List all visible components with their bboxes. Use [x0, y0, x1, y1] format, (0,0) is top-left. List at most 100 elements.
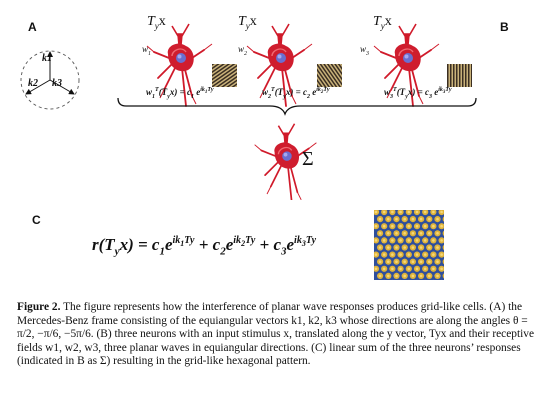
hex-spot-center [411, 246, 415, 249]
hex-spot-center [411, 260, 415, 263]
hex-spot-center [374, 224, 378, 228]
hex-spot [442, 259, 444, 265]
hex-spot-center [415, 224, 419, 228]
hex-spot-center [428, 217, 431, 221]
hex-spot-center [436, 260, 439, 263]
hex-spot-center [419, 274, 423, 278]
hex-spot-center [407, 239, 411, 242]
hex-spot-center [407, 210, 411, 214]
hex-spot-center [382, 239, 386, 242]
hex-spot-center [387, 246, 390, 249]
weight-label-1: w1 [142, 44, 152, 57]
panel-label-b: B [500, 20, 509, 34]
hex-spot-center [387, 217, 390, 221]
hex-spot-center [391, 253, 394, 256]
neuron-3-equation: w3T(Tyx) = c3 eik3Ty [384, 87, 452, 100]
hex-spot [442, 273, 444, 279]
mercedes-benz-frame-diagram [20, 50, 80, 110]
hex-spot-center [415, 253, 419, 256]
hex-spot-center [387, 260, 390, 263]
hex-spot-center [423, 224, 427, 228]
hex-spot-center [440, 267, 443, 271]
hex-spot [442, 230, 444, 236]
hex-spot-center [436, 217, 439, 221]
sum-brace [117, 97, 477, 116]
figure-caption: Figure 2. The figure represents how the … [17, 301, 539, 369]
hex-spot-center [428, 260, 431, 263]
hex-spot-center [432, 239, 435, 242]
sum-equation: r(Tyx) = c1eik1Ty + c2eik2Ty + c3eik3Ty [92, 235, 317, 258]
hex-spot [442, 216, 444, 222]
hex-spot-center [432, 253, 435, 256]
hex-spot-center [391, 210, 394, 214]
hex-spot-center [440, 253, 443, 256]
hex-spot-center [415, 267, 419, 271]
hex-spot-center [395, 274, 398, 278]
figure-label: Figure 2. [17, 301, 61, 313]
hex-spot-center [378, 260, 382, 263]
hex-spot-center [395, 260, 398, 263]
vector-k3 [49, 79, 75, 95]
hex-spot-center [436, 274, 439, 278]
hex-spot-center [419, 232, 423, 235]
sum-symbol: Σ [302, 148, 314, 170]
neuron-2-equation: w2T(Tyx) = c2 eik2Ty [262, 87, 330, 100]
hex-spot-center [399, 210, 402, 214]
hex-spot-center [436, 232, 439, 235]
hex-spot-center [432, 267, 435, 271]
hex-spot-center [436, 246, 439, 249]
label-k3: k3 [52, 78, 62, 89]
hex-spot-center [399, 239, 402, 242]
hex-spot-center [395, 217, 398, 221]
hex-spot-center [423, 239, 427, 242]
hex-spot-center [374, 253, 378, 256]
vector-k2 [25, 79, 51, 95]
stimulus-label-3: Tyx [373, 14, 392, 31]
hex-spot-center [374, 210, 378, 214]
hex-spot-center [391, 224, 394, 228]
stimulus-label-1: Tyx [147, 14, 166, 31]
hex-spot-center [382, 210, 386, 214]
receptive-field-w3 [447, 64, 472, 87]
receptive-field-w1 [212, 64, 237, 87]
hex-spot-center [378, 274, 382, 278]
hexagonal-grid-pattern [374, 210, 444, 280]
hex-spot-center [440, 210, 443, 214]
hex-spot-center [399, 267, 402, 271]
hex-spot-center [411, 274, 415, 278]
neuron-layer [117, 23, 477, 200]
hex-spot-center [423, 210, 427, 214]
weight-label-3: w3 [360, 44, 370, 57]
hex-spot-center [419, 260, 423, 263]
hex-spot-center [403, 274, 406, 278]
hex-spot-center [419, 217, 423, 221]
hex-spot-center [423, 253, 427, 256]
hex-spot-center [415, 210, 419, 214]
hex-spot-center [395, 232, 398, 235]
hex-spot-center [407, 267, 411, 271]
hex-spot-center [395, 246, 398, 249]
hex-spot-center [428, 246, 431, 249]
hex-spot-center [374, 239, 378, 242]
receptive-field-w2 [317, 64, 342, 87]
hex-spot-center [407, 224, 411, 228]
neuron-1-equation: w1T(Tyx) = c1 eik1Ty [146, 87, 214, 100]
hex-spot-center [399, 253, 402, 256]
hex-spot-center [432, 224, 435, 228]
label-k1: k1 [42, 53, 52, 64]
hex-spot [442, 244, 444, 251]
label-k2: k2 [28, 78, 38, 89]
hex-spot-center [411, 232, 415, 235]
stimulus-label-2: Tyx [238, 14, 257, 31]
hex-spot-center [440, 224, 443, 228]
hex-spot-center [391, 267, 394, 271]
hex-spot-center [415, 239, 419, 242]
hex-spot-center [378, 217, 382, 221]
hex-spot-center [440, 239, 443, 242]
hex-spot-center [387, 274, 390, 278]
hex-spot-center [399, 224, 402, 228]
hex-spot-center [428, 232, 431, 235]
hex-spot-center [391, 239, 394, 242]
hex-spot-center [403, 232, 406, 235]
unit-circle [20, 50, 80, 110]
